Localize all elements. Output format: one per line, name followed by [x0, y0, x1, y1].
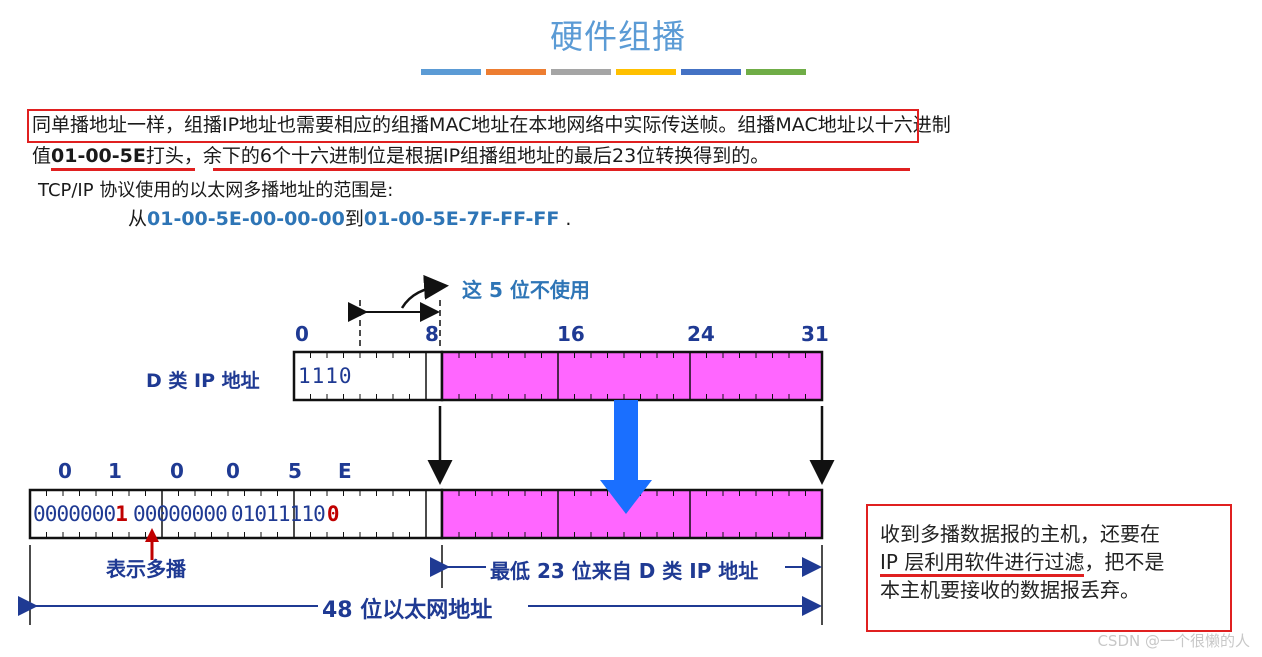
para-line-1-boxed: 同单播地址一样，组播IP地址也需要相应的组播MAC地址在本地网络中实际传送帧。: [32, 114, 738, 136]
range-end: 01-00-5E-7F-FF-FF: [363, 208, 560, 230]
ip-bit-ticks: [310, 352, 806, 400]
hex-label-4: 5: [288, 459, 302, 483]
multicast-label: 表示多播: [106, 557, 186, 581]
range-start: 01-00-5E-00-00-00: [147, 208, 345, 230]
para-line-1: 同单播地址一样，组播IP地址也需要相应的组播MAC地址在本地网络中实际传送帧。组…: [32, 112, 951, 138]
para-line-1-rest: 组播MAC地址以十六进制: [737, 114, 951, 136]
bit-label-16: 16: [557, 322, 585, 346]
d-class-label: D 类 IP 地址: [146, 370, 260, 392]
bit-label-31: 31: [801, 322, 829, 346]
d-class-prefix-bits: 1110: [298, 364, 353, 388]
big-blue-arrow-head: [600, 480, 652, 514]
range-to-word: 到: [344, 208, 364, 230]
title-color-bar-1: [486, 69, 546, 75]
big-blue-arrow-shaft: [614, 400, 638, 482]
hex-label-1: 1: [108, 459, 122, 483]
para-line-2-hex: 01-00-5E: [51, 145, 146, 167]
para-line-3: TCP/IP 协议使用的以太网多播地址的范围是:: [38, 180, 394, 201]
page-title: 硬件组播: [550, 17, 686, 56]
hex-label-5: E: [338, 459, 352, 483]
low23-label: 最低 23 位来自 D 类 IP 地址: [490, 559, 759, 583]
multicast-bit-arrowhead: [145, 528, 159, 542]
mac-prefix-cell: [28, 488, 444, 540]
bit-label-24: 24: [687, 322, 715, 346]
para-line-2-mid: 打头，余下的6个十六进制位是根据IP组播组地址的最后23位转换得到的。: [145, 145, 770, 167]
para-line-2: 值01-00-5E打头，余下的6个十六进制位是根据IP组播组地址的最后23位转换…: [32, 143, 769, 169]
mac-zero-bit: 0: [326, 502, 340, 526]
title-color-bar-4: [681, 69, 741, 75]
hex-label-0: 0: [58, 459, 72, 483]
underline-low23-text: [213, 168, 910, 171]
para-line-4: 从01-00-5E-00-00-00到01-00-5E-7F-FF-FF .: [128, 206, 571, 232]
note-line-2: IP 层利用软件进行过滤，把不是: [880, 548, 1218, 577]
range-from-word: 从: [128, 208, 148, 230]
note-underlined: IP 层利用软件进行过滤: [880, 550, 1085, 577]
mac-bit-ticks: [46, 490, 806, 538]
para-line-2-pre: 值: [32, 145, 52, 167]
mac-bits-c: 01011110: [230, 502, 326, 526]
bit-label-0: 0: [295, 322, 309, 346]
hex-label-3: 0: [226, 459, 240, 483]
note-line-3: 本主机要接收的数据报丢弃。: [880, 578, 1140, 602]
watermark: CSDN @一个很懒的人: [1097, 632, 1250, 650]
title-color-bar-2: [551, 69, 611, 75]
note-line-2-rest: ，把不是: [1084, 550, 1165, 574]
mac-multicast-bit: 1: [115, 502, 128, 526]
highlight-box-line-1: [27, 109, 919, 143]
filter-note-box: 收到多播数据报的主机，还要在 IP 层利用软件进行过滤，把不是 本主机要接收的数…: [866, 504, 1232, 632]
underline-hex-prefix: [51, 168, 195, 171]
hex-label-2: 0: [170, 459, 184, 483]
ip-prefix-cell: [292, 350, 444, 402]
title-color-bar-3: [616, 69, 676, 75]
eth48-label: 48 位以太网地址: [322, 598, 493, 623]
unused-bits-label: 这 5 位不使用: [462, 278, 590, 302]
note-line-1: 收到多播数据报的主机，还要在: [880, 522, 1160, 546]
bit-label-8: 8: [425, 322, 439, 346]
range-dot: .: [559, 208, 572, 230]
title-color-bar-5: [746, 69, 806, 75]
title-color-bar-0: [421, 69, 481, 75]
unused-curved-arrow: [400, 274, 449, 309]
ip-low23-cell: [440, 350, 824, 402]
mac-bits-b: 00000000: [132, 502, 228, 526]
mac-bits-a: 0000000: [33, 502, 116, 526]
